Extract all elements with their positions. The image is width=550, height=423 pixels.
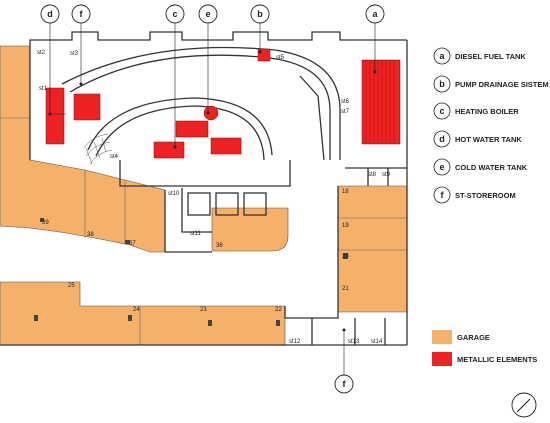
legend-label-metallic: METALLIC ELEMENTS — [457, 355, 537, 364]
legend-swatch-metallic — [432, 352, 452, 366]
legend-item-e: e COLD WATER TANK — [433, 158, 528, 176]
room-label-st9: st9 — [382, 172, 391, 178]
legend-item-d: d HOT WATER TANK — [433, 130, 522, 148]
room-label-st3: st3 — [70, 51, 79, 57]
room-label-24: 24 — [133, 307, 140, 313]
room-label-38: 38 — [87, 232, 94, 238]
callout-bubble-f-south: f — [334, 374, 354, 394]
callout-bubble-c: c — [165, 4, 185, 24]
room-labels: st1 st2 st3 st4 st5 st6 st7 st8 st9 st10… — [37, 50, 391, 345]
callout-bubble-a: a — [365, 4, 385, 24]
room-label-36: 36 — [216, 243, 223, 249]
room-label-22: 22 — [275, 307, 282, 313]
svg-text:f: f — [441, 190, 445, 200]
room-label-25: 25 — [68, 283, 75, 289]
plan-callouts: d f c e b a f — [40, 4, 385, 394]
room-label-st7: st7 — [341, 109, 350, 115]
svg-text:PUMP DRAINAGE SISTEM: PUMP DRAINAGE SISTEM — [455, 80, 549, 89]
svg-text:d: d — [47, 9, 53, 19]
svg-text:c: c — [172, 9, 177, 19]
room-label-st11: st11 — [190, 231, 202, 237]
room-label-37: 37 — [129, 241, 136, 247]
legend-label-garage: GARAGE — [457, 333, 490, 342]
legend-item-c: c HEATING BOILER — [433, 102, 519, 120]
garage-area-east — [337, 185, 408, 313]
room-label-18: 18 — [342, 189, 349, 195]
room-label-st2: st2 — [37, 50, 46, 56]
room-label-st14: st14 — [371, 339, 383, 345]
legend-item-b: b PUMP DRAINAGE SISTEM — [433, 75, 549, 93]
room-label-st5: st5 — [276, 55, 285, 61]
garage-area-36 — [211, 207, 289, 252]
room-label-39: 39 — [42, 220, 49, 226]
garage-area-south — [0, 281, 286, 346]
walls — [0, 31, 408, 346]
svg-text:c: c — [439, 106, 444, 116]
svg-text:b: b — [439, 79, 445, 89]
svg-text:COLD WATER TANK: COLD WATER TANK — [455, 163, 528, 172]
metallic-elements — [45, 48, 401, 159]
garage-partitions — [0, 117, 407, 345]
heating-boiler-shape — [175, 120, 209, 138]
svg-text:HEATING BOILER: HEATING BOILER — [455, 107, 519, 116]
room-label-21: 21 — [342, 286, 349, 292]
hot-water-tank-shape — [45, 87, 65, 145]
diesel-tank-hatching — [365, 60, 395, 144]
room-label-st4: st4 — [110, 154, 119, 160]
leader-dots — [48, 50, 377, 332]
legend-item-a: a DIESEL FUEL TANK — [433, 47, 526, 65]
room-label-23: 23 — [200, 307, 207, 313]
room-label-st10: st10 — [168, 191, 180, 197]
legend-swatch-garage — [432, 330, 452, 344]
staircase — [83, 133, 113, 165]
hot-water-tank-shape-2 — [73, 93, 101, 121]
room-label-st1: st1 — [39, 86, 48, 92]
callout-bubble-b: b — [250, 4, 270, 24]
svg-text:f: f — [80, 9, 84, 19]
svg-text:DIESEL FUEL TANK: DIESEL FUEL TANK — [455, 52, 526, 61]
svg-text:HOT WATER TANK: HOT WATER TANK — [455, 135, 522, 144]
callout-bubble-e: e — [198, 4, 218, 24]
legend-item-f: f ST-STOREROOM — [433, 186, 516, 204]
svg-text:e: e — [205, 9, 210, 19]
callout-bubble-f: f — [71, 4, 91, 24]
svg-text:f: f — [343, 379, 347, 389]
svg-text:b: b — [257, 9, 263, 19]
garage-areas — [0, 45, 408, 346]
heating-boiler-shape-2 — [153, 141, 185, 159]
svg-text:e: e — [439, 162, 444, 172]
north-arrow-icon — [511, 392, 537, 418]
room-label-st8: st8 — [368, 172, 377, 178]
swatch-legend: GARAGE METALLIC ELEMENTS — [432, 330, 537, 366]
svg-text:d: d — [439, 134, 445, 144]
callout-bubble-d: d — [40, 4, 60, 24]
svg-text:ST-STOREROOM: ST-STOREROOM — [455, 191, 516, 200]
pillars — [34, 218, 348, 326]
room-label-st13: st13 — [348, 339, 360, 345]
room-label-20: 20 — [342, 254, 349, 260]
room-label-st12: st12 — [289, 339, 301, 345]
svg-text:a: a — [439, 51, 445, 61]
garage-area-west — [0, 45, 166, 253]
room-label-19: 19 — [342, 223, 349, 229]
room-label-st6: st6 — [341, 99, 350, 105]
heating-boiler-shape-3 — [210, 137, 242, 155]
diesel-fuel-tank-shape — [361, 59, 401, 145]
svg-text:a: a — [372, 9, 378, 19]
callout-leaders — [49, 23, 376, 375]
cold-water-tank-shape — [203, 105, 219, 121]
callout-legend: a DIESEL FUEL TANK b PUMP DRAINAGE SISTE… — [433, 47, 549, 204]
